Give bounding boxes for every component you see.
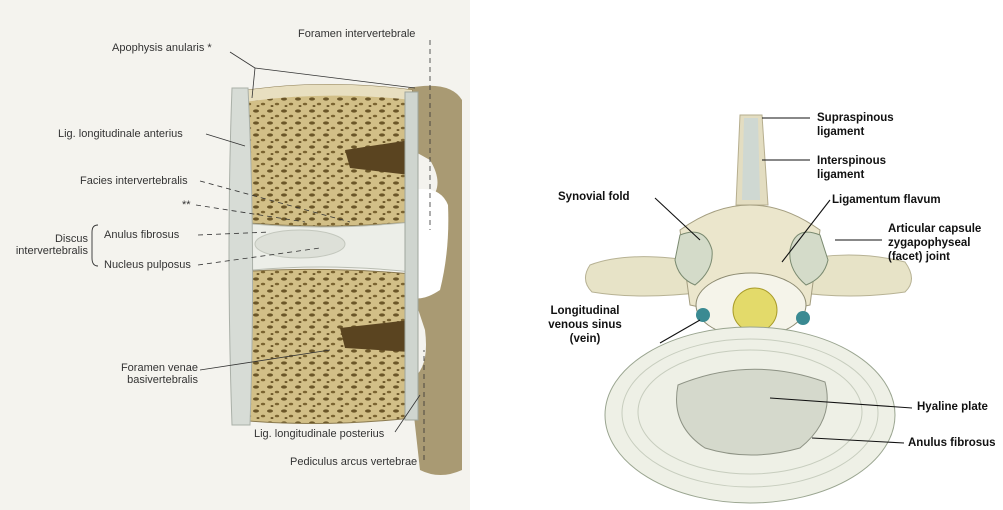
axial-section-panel: Supraspinous ligament Interspinous ligam… <box>500 0 1003 510</box>
label-nucleus-pulposus: Nucleus pulposus <box>104 259 191 271</box>
label-foramen-venae: Foramen venae <box>80 362 198 374</box>
label-synovial-fold: Synovial fold <box>558 190 630 204</box>
label-venous-sinus: venous sinus <box>510 318 660 332</box>
label-vein: (vein) <box>510 332 660 346</box>
label-interspinous: Interspinous <box>817 154 886 168</box>
label-articular-capsule: Articular capsule <box>888 222 981 236</box>
sagittal-section-panel: Apophysis anularis * Foramen interverteb… <box>0 0 470 510</box>
label-apophysis-anularis: Apophysis anularis * <box>112 42 212 54</box>
label-pediculus-arcus-vertebrae: Pediculus arcus vertebrae <box>290 456 417 468</box>
label-double-asterisk: ** <box>182 199 191 211</box>
label-anulus-fibrosus-left: Anulus fibrosus <box>104 229 179 241</box>
label-lig-longitudinale-posterius: Lig. longitudinale posterius <box>254 428 384 440</box>
label-basivertebralis: basivertebralis <box>80 374 198 386</box>
label-foramen-intervertebrale: Foramen intervertebrale <box>298 28 415 40</box>
label-facet-joint: (facet) joint <box>888 250 950 264</box>
label-facies-intervertebralis: Facies intervertebralis <box>80 175 188 187</box>
label-supraspinous-ligament: ligament <box>817 125 864 139</box>
label-interspinous-ligament: ligament <box>817 168 864 182</box>
label-zygapophyseal: zygapophyseal <box>888 236 970 250</box>
label-ligamentum-flavum: Ligamentum flavum <box>832 193 941 207</box>
label-longitudinal: Longitudinal <box>510 304 660 318</box>
label-intervertebralis: intervertebralis <box>10 245 88 257</box>
label-anulus-fibrosus-right: Anulus fibrosus <box>908 436 996 450</box>
label-discus: Discus <box>10 233 88 245</box>
label-supraspinous: Supraspinous <box>817 111 894 125</box>
label-hyaline-plate: Hyaline plate <box>917 400 988 414</box>
label-lig-longitudinale-anterius: Lig. longitudinale anterius <box>58 128 183 140</box>
